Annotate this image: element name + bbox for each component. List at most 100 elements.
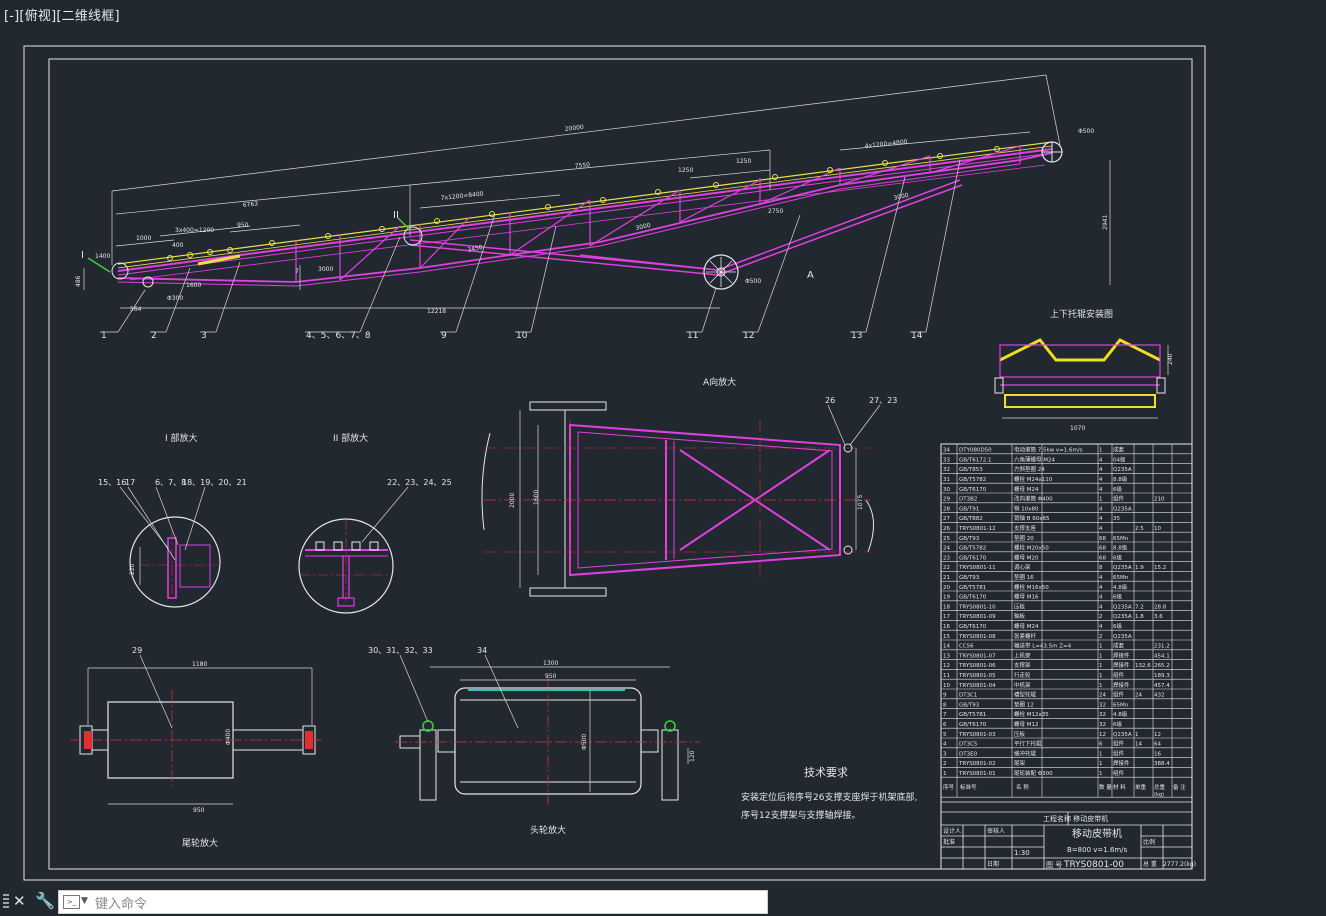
bom-cell-unit-weight: 1: [1135, 732, 1139, 738]
a-view-title: A向放大: [703, 376, 736, 388]
bom-cell-name: 尾架: [1014, 760, 1026, 767]
idler-install-view: 上下托辊安装图 1070 240: [994, 308, 1174, 432]
bom-cell-name: 螺栓 M12x35: [1014, 710, 1049, 718]
callout-14: 14: [911, 331, 923, 341]
dim-1250b: 1250: [736, 158, 751, 165]
bom-cell-no: 11: [943, 673, 950, 679]
tail-dim-top: 1180: [192, 661, 207, 668]
bom-cell-qty: 1: [1099, 771, 1103, 777]
tail-pulley-view: 尾轮放大 29 1180 950 Φ400: [70, 646, 325, 849]
bom-cell-no: 19: [943, 595, 950, 601]
bom-cell-no: 16: [943, 624, 950, 630]
bom-cell-name: 输送带 L=43.5m Z=4: [1014, 642, 1072, 650]
bom-cell-no: 32: [943, 467, 950, 473]
bom-cell-total-weight: 12: [1154, 732, 1161, 738]
command-prompt-icon[interactable]: >_: [63, 895, 80, 909]
bom-cell-std: TRYS0801-02: [958, 761, 996, 767]
bom-cell-qty: 68: [1099, 555, 1106, 561]
bom-cell-name: 中机架: [1014, 681, 1031, 689]
bom-cell-material: 4.8级: [1113, 583, 1128, 591]
paper-outer-border: [23, 45, 1206, 881]
callout-4-8: 4、5、6、7、8: [306, 331, 371, 341]
bom-cell-material: Q235A: [1113, 467, 1132, 473]
title-drawing-no: TRYS0801-00: [1063, 860, 1124, 870]
a-dim-1600: 1600: [533, 490, 540, 505]
dim-2941: 2941: [1102, 215, 1109, 230]
tail-dim-dia: Φ400: [225, 729, 232, 745]
viewport-label[interactable]: [-][俯视][二维线框]: [4, 9, 120, 24]
bom-cell-qty: 1: [1099, 673, 1103, 679]
bom-cell-total-weight: 28.8: [1154, 604, 1167, 610]
bom-cell-no: 29: [943, 497, 950, 503]
bom-cell-unit-weight: 1.8: [1135, 614, 1144, 620]
bom-cell-no: 14: [943, 644, 950, 650]
command-input[interactable]: >_ ▼ 键入命令: [58, 890, 768, 914]
bom-header-cell: 单重: [1135, 783, 1147, 791]
bom-cell-name: 张紧螺杆: [1014, 632, 1037, 640]
dim-7: 7: [295, 268, 299, 275]
bom-cell-no: 4: [943, 742, 947, 748]
bom-cell-no: 27: [943, 516, 950, 522]
mark-i: I: [81, 250, 84, 261]
bom-cell-material: 04级: [1113, 455, 1126, 463]
tech-requirements: 技术要求 安装定位后将序号26支撑支座焊于机架底部, 序号12支撑架与支撑轴焊接…: [741, 766, 917, 821]
dim-6763: 6763: [242, 200, 258, 209]
bom-cell-name: 支撑架: [1014, 661, 1031, 669]
bom-cell-qty: 32: [1099, 712, 1106, 718]
bom-cell-qty: 4: [1099, 506, 1103, 512]
bom-cell-no: 15: [943, 634, 950, 640]
bom-cell-name: 销轴 B 60x65: [1014, 514, 1050, 522]
wrench-icon[interactable]: 🔧: [35, 891, 55, 910]
detail-i-callout-1516: 15、16: [98, 478, 126, 487]
bom-cell-std: GB/T6170: [959, 555, 987, 561]
head-callout-34: 34: [477, 646, 487, 655]
bom-cell-qty: 4: [1099, 516, 1103, 522]
bom-cell-no: 3: [943, 751, 947, 757]
dim-3450: 3450: [467, 244, 484, 254]
bom-cell-std: GB/T6170: [959, 595, 987, 601]
close-icon[interactable]: ✕: [13, 892, 26, 910]
bom-cell-material: 6级: [1113, 485, 1122, 493]
bom-cell-name: 电动滚筒 7.5kw v=1.6m/s: [1014, 446, 1083, 454]
callout-3: 3: [201, 331, 207, 341]
a-callout-26: 26: [825, 396, 835, 405]
bom-cell-std: TRYS0801-06: [958, 663, 996, 669]
head-dim-1300: 1300: [543, 660, 558, 667]
chevron-down-icon[interactable]: ▼: [81, 896, 88, 906]
detail-i-dim-220: 220: [129, 563, 136, 575]
command-line-bar: ✕ 🔧 >_ ▼ 键入命令: [0, 889, 770, 916]
dim-total-length: 20000: [564, 124, 584, 133]
callout-12: 12: [743, 331, 754, 341]
bom-cell-total-weight: 10: [1154, 526, 1161, 532]
bom-cell-total-weight: 3.6: [1154, 614, 1163, 620]
title-sign-date: 日期: [987, 860, 999, 868]
bom-cell-name: 销 10x80: [1014, 504, 1039, 512]
title-ratio-label: 比例: [1143, 838, 1155, 846]
bom-cell-material: 4.8级: [1113, 710, 1128, 718]
command-bar-grip[interactable]: [3, 894, 9, 910]
detail-i-view: I 部放大 15、16 17 6、7、8 18、19、20、21 220: [98, 432, 247, 608]
bom-cell-qty: 4: [1099, 575, 1103, 581]
bom-cell-material: 焊接件: [1113, 681, 1130, 689]
title-sign-checker: 审核人: [987, 827, 1005, 835]
detail-i-callout-678: 6、7、8: [155, 478, 186, 487]
bom-header-cell: 总重: [1154, 783, 1166, 791]
bom-cell-total-weight: 457.4: [1154, 683, 1170, 689]
dim-1250a: 1250: [678, 167, 693, 174]
bom-cell-qty: 6: [1099, 742, 1103, 748]
bom-cell-material: 组件: [1113, 495, 1125, 503]
detail-i-callout-18-21: 18、19、20、21: [182, 478, 247, 487]
bom-cell-std: GB/T5782: [959, 477, 986, 483]
bom-cell-unit-weight: 2.5: [1135, 526, 1144, 532]
dim-phi500-head: Φ500: [1078, 128, 1094, 135]
bom-cell-no: 22: [943, 565, 950, 571]
cad-drawing-canvas[interactable]: 20000 6763 7550 1250 1250 4x1200=4800 10…: [0, 0, 1326, 888]
bom-cell-name: 缓冲托辊: [1014, 749, 1037, 757]
bom-cell-name: 螺母 M12: [1014, 720, 1039, 728]
mark-ii: II: [393, 210, 399, 221]
bom-cell-material: Q235A: [1113, 732, 1132, 738]
bom-cell-name: 压板: [1014, 730, 1026, 738]
bom-cell-name: 改向滚筒 Φ400: [1014, 495, 1053, 503]
bom-cell-name: 支撑支座: [1014, 524, 1037, 532]
bom-cell-qty: 1: [1099, 663, 1103, 669]
